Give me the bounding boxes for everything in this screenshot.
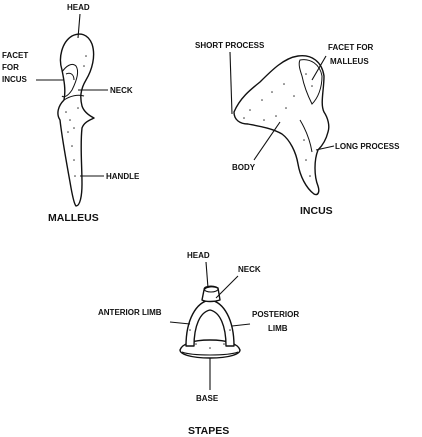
malleus-handle-label: HANDLE — [106, 172, 140, 181]
incus-long-process-label: LONG PROCESS — [335, 142, 400, 151]
stapes-neck-leader — [215, 275, 239, 299]
stapes-head-leader — [205, 261, 209, 289]
incus-shading — [243, 73, 313, 177]
stapes-head-top — [203, 285, 219, 293]
incus-facet-label-2: MALLEUS — [330, 57, 369, 66]
malleus-facet-ridge — [65, 72, 75, 81]
incus-short-process-leader — [229, 51, 233, 115]
malleus-facet-outline — [61, 63, 79, 98]
stapes-neck-label: NECK — [238, 265, 261, 274]
malleus-figure: HEAD FACET FOR INCUS NECK HANDLE MALLEUS — [2, 3, 140, 224]
incus-body-label: BODY — [232, 163, 256, 172]
incus-facet-outline — [298, 59, 323, 105]
stapes-head-label: HEAD — [187, 251, 210, 260]
stapes-posterior-limb-label-2: LIMB — [268, 324, 288, 333]
malleus-head-leader — [77, 13, 81, 39]
stapes-anterior-limb-label: ANTERIOR LIMB — [98, 308, 162, 317]
malleus-bone — [57, 33, 95, 207]
stapes-caption: STAPES — [188, 425, 229, 437]
stapes-head — [201, 285, 221, 303]
malleus-caption: MALLEUS — [48, 212, 99, 224]
incus-long-process-leader — [315, 145, 335, 151]
stapes-figure: HEAD NECK ANTERIOR LIMB POSTERIOR LIMB B… — [98, 251, 299, 437]
malleus-facet-label-2: FOR — [2, 63, 19, 72]
incus-facet-label-1: FACET FOR — [328, 43, 374, 52]
malleus-facet-label-3: INCUS — [2, 75, 28, 84]
incus-short-process-label: SHORT PROCESS — [195, 41, 265, 50]
malleus-head-label: HEAD — [67, 3, 90, 12]
malleus-facet-label-1: FACET — [2, 51, 28, 60]
stapes-shading — [189, 329, 231, 349]
stapes-base-label: BASE — [196, 394, 219, 403]
stapes-base — [179, 339, 241, 359]
malleus-neck-label: NECK — [110, 86, 133, 95]
stapes-arch — [185, 299, 235, 347]
incus-facet-leader — [311, 55, 327, 81]
stapes-posterior-limb-leader — [231, 323, 251, 327]
malleus-neck-contour — [63, 94, 85, 101]
incus-figure: SHORT PROCESS FACET FOR MALLEUS BODY LON… — [195, 41, 400, 217]
incus-body-contour — [299, 119, 313, 153]
stapes-posterior-limb-label-1: POSTERIOR — [252, 310, 299, 319]
stapes-anterior-limb-leader — [169, 321, 191, 325]
incus-body-leader — [253, 121, 281, 161]
incus-caption: INCUS — [300, 205, 333, 217]
malleus-shading — [65, 55, 87, 177]
stapes-base-rim — [181, 351, 239, 356]
